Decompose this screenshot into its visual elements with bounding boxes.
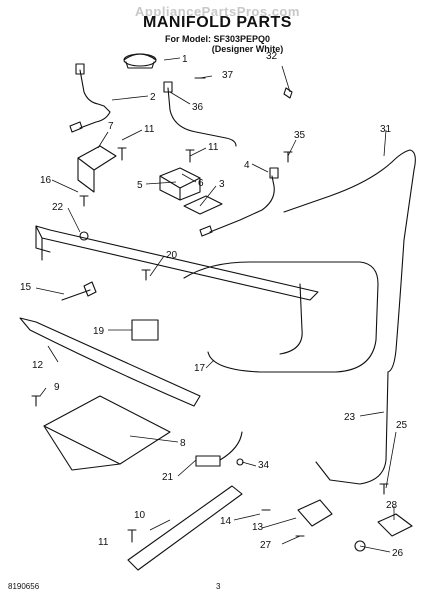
callout: 20 bbox=[166, 250, 178, 261]
callout: 23 bbox=[344, 412, 356, 423]
callout: 11 bbox=[144, 124, 155, 135]
page-title: MANIFOLD PARTS bbox=[143, 14, 292, 31]
variant-line: (Designer White) bbox=[211, 44, 284, 54]
document-number: 8190656 bbox=[8, 582, 40, 591]
callout: 5 bbox=[137, 180, 143, 191]
callout: 4 bbox=[244, 160, 250, 171]
callout: 37 bbox=[222, 70, 234, 81]
callout: 7 bbox=[108, 121, 114, 132]
callout: 13 bbox=[252, 522, 264, 533]
callout: 22 bbox=[52, 202, 64, 213]
callout: 34 bbox=[258, 460, 270, 471]
callout: 11 bbox=[208, 142, 219, 153]
callout: 14 bbox=[220, 516, 232, 527]
watermark: AppliancePartsPros.com bbox=[135, 4, 300, 19]
callout: 17 bbox=[194, 363, 206, 374]
callout: 32 bbox=[266, 51, 278, 62]
callout: 12 bbox=[32, 360, 44, 371]
callout: 2 bbox=[150, 92, 156, 103]
callout: 25 bbox=[396, 420, 408, 431]
callout: 6 bbox=[198, 178, 204, 189]
callout: 10 bbox=[134, 510, 146, 521]
callout: 21 bbox=[162, 472, 174, 483]
page-number: 3 bbox=[216, 582, 221, 591]
callout: 1 bbox=[182, 54, 188, 65]
model-line: For Model: SF303PEPQ0 bbox=[164, 34, 271, 44]
callout: 26 bbox=[392, 548, 404, 559]
callout: 35 bbox=[294, 130, 306, 141]
callout: 16 bbox=[40, 175, 52, 186]
callout: 3 bbox=[219, 179, 225, 190]
callout: 8 bbox=[180, 438, 186, 449]
callout: 28 bbox=[386, 500, 398, 511]
callout: 9 bbox=[54, 382, 60, 393]
callout: 19 bbox=[93, 326, 105, 337]
callout: 27 bbox=[260, 540, 272, 551]
callout: 15 bbox=[20, 282, 32, 293]
callout: 36 bbox=[192, 102, 204, 113]
callout: 11 bbox=[98, 537, 109, 548]
callout: 31 bbox=[380, 124, 392, 135]
